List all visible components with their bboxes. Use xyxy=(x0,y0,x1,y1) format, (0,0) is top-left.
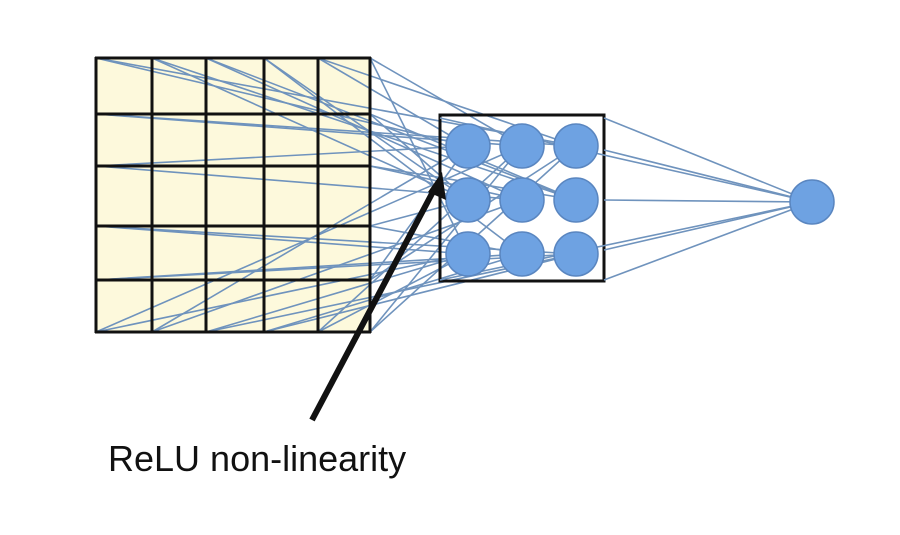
hidden-node xyxy=(445,123,491,169)
input-cell xyxy=(264,58,318,114)
input-cell xyxy=(318,226,370,280)
input-cell xyxy=(96,280,152,332)
hidden-node xyxy=(445,177,491,223)
connection-line xyxy=(95,145,469,167)
connection-line xyxy=(151,199,523,333)
input-grid-cells xyxy=(96,58,370,332)
connection-line xyxy=(95,225,469,255)
input-cell xyxy=(96,226,152,280)
connection-line xyxy=(317,57,469,147)
input-cell xyxy=(152,114,206,166)
annotation-arrow-line xyxy=(309,184,439,422)
connection-line xyxy=(603,199,813,203)
input-cell xyxy=(152,166,206,226)
input-cell xyxy=(264,226,318,280)
hidden-node xyxy=(445,231,491,277)
annotation-arrow-head xyxy=(428,172,446,200)
input-cell xyxy=(96,114,152,166)
connection-line xyxy=(369,165,523,201)
connection-line xyxy=(317,145,523,333)
input-cell xyxy=(264,166,318,226)
connection-line xyxy=(205,57,577,201)
hidden-node xyxy=(553,177,599,223)
connection-line xyxy=(263,57,469,201)
connection-line xyxy=(439,117,813,203)
input-cell xyxy=(318,166,370,226)
hidden-node xyxy=(499,177,545,223)
connection-line xyxy=(603,117,813,203)
connection-line xyxy=(95,253,469,333)
input-cell xyxy=(152,226,206,280)
hidden-layer-box xyxy=(438,113,606,283)
hidden-node xyxy=(499,123,545,169)
hidden-node xyxy=(499,231,545,277)
hidden-to-output-connections xyxy=(439,117,813,281)
hidden-node xyxy=(553,231,599,277)
connection-line xyxy=(317,253,469,333)
connection-line xyxy=(439,201,813,281)
output-node xyxy=(789,179,835,225)
connection-line xyxy=(205,57,523,201)
connection-line xyxy=(369,145,523,333)
input-grid-lines xyxy=(94,56,372,334)
input-cell xyxy=(96,166,152,226)
hidden-layer-nodes xyxy=(445,123,599,277)
hidden-node xyxy=(553,123,599,169)
connection-line xyxy=(603,201,813,281)
input-cell xyxy=(264,114,318,166)
annotation-label: ReLU non-linearity xyxy=(108,438,407,479)
connection-line xyxy=(205,253,469,333)
connection-line xyxy=(603,149,813,203)
connection-line xyxy=(263,57,523,255)
